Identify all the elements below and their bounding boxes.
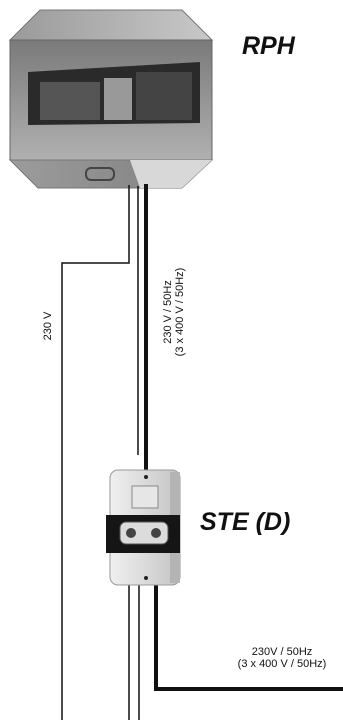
ste-controller [106, 470, 180, 585]
wire-lower-main [156, 585, 343, 689]
upper-main-label-line1: 230 V / 50Hz [162, 252, 174, 372]
upper-main-label: 230 V / 50Hz (3 x 400 V / 50Hz) [162, 252, 188, 372]
rph-title: RPH [242, 32, 295, 61]
lower-main-label: 230V / 50Hz (3 x 400 V / 50Hz) [222, 646, 342, 670]
lower-main-label-line1: 230V / 50Hz [222, 646, 342, 658]
upper-main-label-line2: (3 x 400 V / 50Hz) [174, 252, 186, 372]
lower-main-label-line2: (3 x 400 V / 50Hz) [222, 658, 342, 670]
wire-230v [62, 185, 129, 720]
rph-fan-unit [10, 10, 212, 188]
wiring-lines [62, 184, 343, 720]
ste-title: STE (D) [200, 508, 290, 537]
label-230v: 230 V [42, 301, 54, 351]
switch-icon [132, 486, 158, 508]
